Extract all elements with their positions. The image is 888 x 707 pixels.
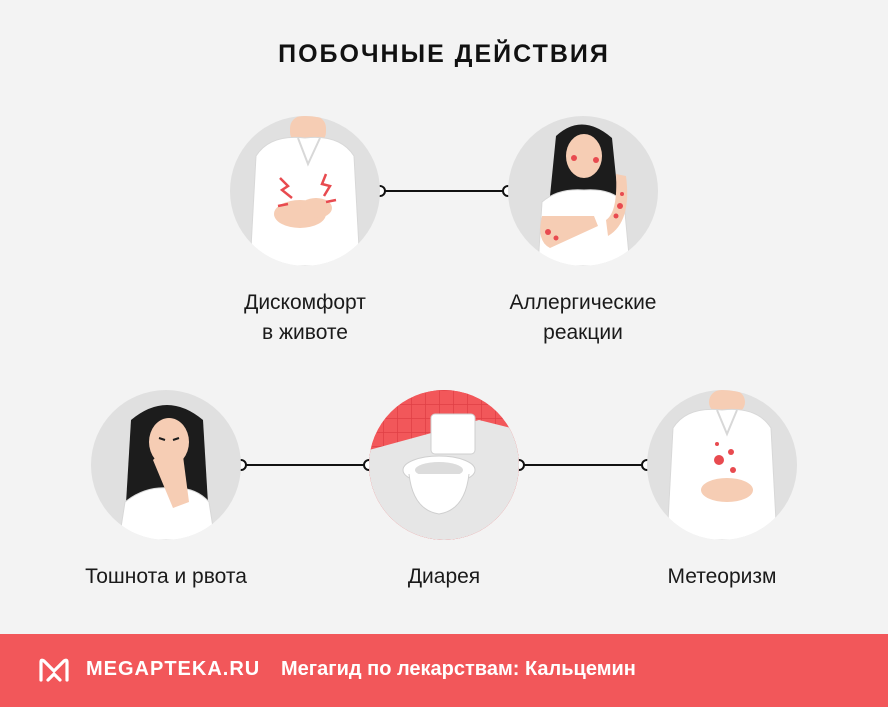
flatulence-illustration bbox=[647, 390, 797, 540]
label-diarrhea: Диарея bbox=[344, 562, 544, 592]
label-flatulence-line1: Метеоризм bbox=[667, 565, 777, 588]
label-stomach-discomfort: Дискомфорт в животе bbox=[205, 288, 405, 348]
label-allergy: Аллергические реакции bbox=[483, 288, 683, 348]
label-flatulence: Метеоризм bbox=[622, 562, 822, 592]
connector-top bbox=[374, 185, 514, 197]
stomach-discomfort-illustration bbox=[230, 116, 380, 266]
m-logo-icon bbox=[38, 657, 70, 688]
footer-tagline: Мегагид по лекарствам: Кальцемин bbox=[281, 658, 636, 680]
connector-bottom-left bbox=[235, 459, 375, 471]
footer-bar: MEGAPTEKA.RU Мегагид по лекарствам: Каль… bbox=[0, 634, 888, 707]
label-allergy-line2: реакции bbox=[543, 321, 623, 344]
allergy-illustration bbox=[508, 116, 658, 266]
page-title: ПОБОЧНЫЕ ДЕЙСТВИЯ bbox=[278, 40, 610, 68]
label-allergy-line1: Аллергические bbox=[509, 291, 657, 314]
nausea-illustration bbox=[91, 390, 241, 540]
connector-bottom-right bbox=[513, 459, 653, 471]
brand-link[interactable]: MEGAPTEKA.RU bbox=[86, 658, 261, 680]
label-stomach-line1: Дискомфорт bbox=[244, 291, 366, 314]
label-diarrhea-line1: Диарея bbox=[407, 565, 481, 588]
label-stomach-line2: в животе bbox=[262, 321, 348, 344]
label-nausea: Тошнота и рвота bbox=[46, 562, 286, 592]
diarrhea-illustration bbox=[369, 390, 519, 540]
label-nausea-line1: Тошнота и рвота bbox=[85, 565, 247, 588]
